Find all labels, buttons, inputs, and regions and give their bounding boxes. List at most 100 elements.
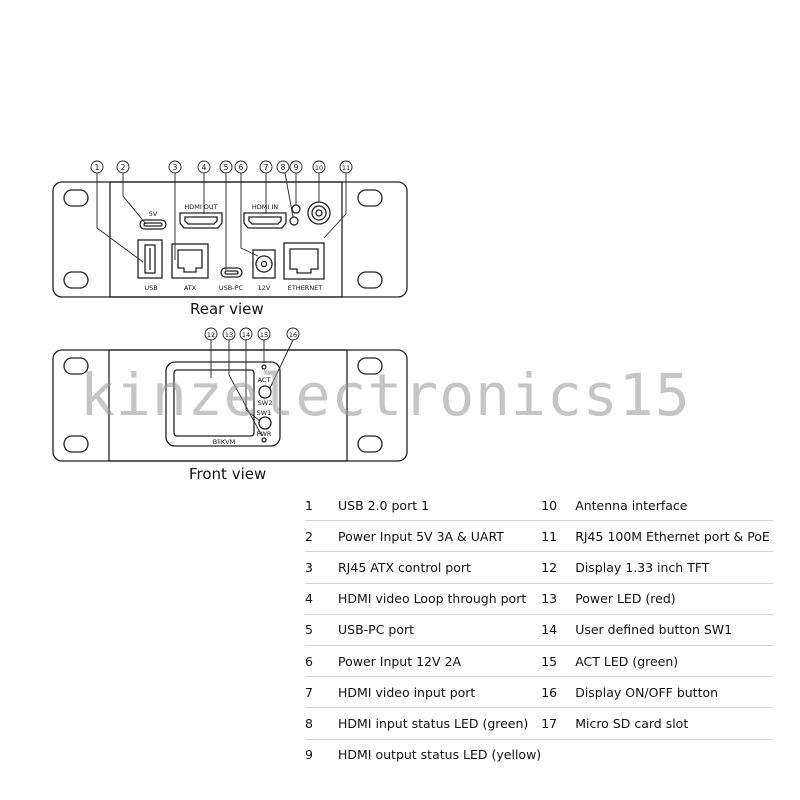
rear-view-device: [52, 172, 408, 298]
label-act: ACT: [258, 376, 271, 384]
legend-label: RJ45 ATX control port: [338, 551, 542, 584]
legend-label: Antenna interface: [575, 490, 773, 522]
label-sw2: SW2: [258, 399, 273, 407]
callout-11: 11: [342, 164, 350, 172]
callout-5: 5: [224, 163, 229, 172]
label-brand: BliKVM: [213, 438, 235, 446]
usb-c-5v-port-icon: [139, 219, 167, 230]
mount-slot: [63, 271, 89, 289]
legend-number: 1: [305, 490, 338, 522]
usb-c-pc-port-icon: [220, 267, 243, 278]
legend-number: 17: [541, 707, 576, 740]
callout-13: 13: [225, 331, 233, 339]
mount-slot: [357, 435, 383, 453]
mount-slot: [63, 189, 89, 207]
label-pwr: PWR: [257, 430, 272, 438]
legend-label: Display ON/OFF button: [575, 676, 773, 709]
mount-slot: [63, 435, 89, 453]
legend-label: USB 2.0 port 1: [338, 490, 542, 522]
legend-number: 3: [305, 551, 338, 584]
act-led-icon: [261, 364, 267, 370]
callout-7: 7: [264, 163, 269, 172]
legend-label: HDMI output status LED (yellow): [338, 747, 542, 763]
mount-slot: [357, 189, 383, 207]
callout-4: 4: [202, 163, 207, 172]
hdmi-out-port-icon: [179, 212, 223, 229]
callout-14: 14: [242, 331, 250, 339]
front-labels: ACT SW2 SW1 PWR BliKVM: [213, 376, 273, 446]
legend-number: 16: [541, 676, 576, 709]
legend-number: [541, 739, 575, 770]
callout-2: 2: [121, 163, 126, 172]
legend-label: RJ45 100M Ethernet port & PoE: [575, 520, 773, 553]
callout-numbers: 1 2 3 4 5 6 7 8 9 10 11 12 13 14 15 16: [95, 163, 351, 339]
hdmi-in-led-icon: [289, 216, 299, 226]
mount-slot: [357, 271, 383, 289]
callout-6: 6: [239, 163, 244, 172]
legend-number: 6: [305, 645, 338, 678]
usb-port-icon: [137, 239, 163, 279]
label-atx: ATX: [184, 284, 197, 292]
callout-12: 12: [207, 331, 215, 339]
label-sw1: SW1: [257, 409, 272, 417]
label-usb-pc: USB-PC: [219, 284, 244, 292]
legend-number: 13: [541, 583, 576, 615]
callout-16: 16: [289, 331, 297, 339]
legend-label: HDMI video Loop through port: [338, 583, 542, 615]
legend-label: [575, 739, 773, 770]
display-button-icon: [258, 385, 272, 399]
legend-label: HDMI video input port: [338, 676, 542, 709]
callout-9: 9: [294, 163, 299, 172]
legend-label: Micro SD card slot: [575, 707, 773, 740]
legend-label: Power LED (red): [575, 583, 773, 615]
label-hdmi-in: HDMI IN: [252, 203, 278, 211]
front-body: [108, 349, 348, 462]
legend-number: 4: [305, 583, 338, 615]
antenna-connector-icon: [307, 201, 331, 225]
rear-view-caption: Rear view: [190, 300, 264, 318]
port-labels: 5V HDMI OUT HDMI IN USB ATX USB-PC 12V E…: [144, 203, 322, 292]
legend-number: 15: [541, 645, 576, 678]
rear-bracket: [52, 181, 408, 298]
legend-number: 7: [305, 676, 338, 709]
callout-10: 10: [315, 164, 323, 172]
legend-number: 10: [541, 490, 576, 522]
label-ethernet: ETHERNET: [288, 284, 323, 292]
legend-number: 12: [541, 551, 576, 584]
legend-label: Power Input 12V 2A: [338, 645, 542, 678]
tft-display-icon: [173, 369, 255, 437]
hdmi-out-led-icon: [291, 204, 301, 214]
legend-label: Display 1.33 inch TFT: [575, 551, 773, 584]
hdmi-in-port-icon: [243, 212, 287, 229]
legend-label: ACT LED (green): [575, 645, 773, 678]
front-view-caption: Front view: [189, 465, 267, 483]
legend-row: 9 HDMI output status LED (yellow): [305, 739, 773, 770]
sw1-button-icon: [258, 416, 272, 430]
mount-slot: [357, 357, 383, 375]
mount-slot: [63, 357, 89, 375]
legend-number: 2: [305, 520, 338, 553]
rj45-ethernet-port-icon: [283, 242, 325, 280]
legend-label: HDMI input status LED (green): [338, 707, 542, 740]
label-5v: 5V: [149, 210, 158, 218]
legend-number: 9: [305, 747, 313, 763]
callout-8: 8: [281, 163, 286, 172]
label-usb: USB: [144, 284, 157, 292]
power-led-icon: [261, 437, 267, 443]
legend-label: USB-PC port: [338, 614, 542, 646]
display-bezel: [165, 361, 281, 447]
rj45-atx-port-icon: [171, 243, 209, 279]
callout-15: 15: [260, 331, 268, 339]
legend-label: Power Input 5V 3A & UART: [338, 520, 542, 553]
label-hdmi-out: HDMI OUT: [184, 203, 217, 211]
callout-circles: [90, 160, 353, 341]
